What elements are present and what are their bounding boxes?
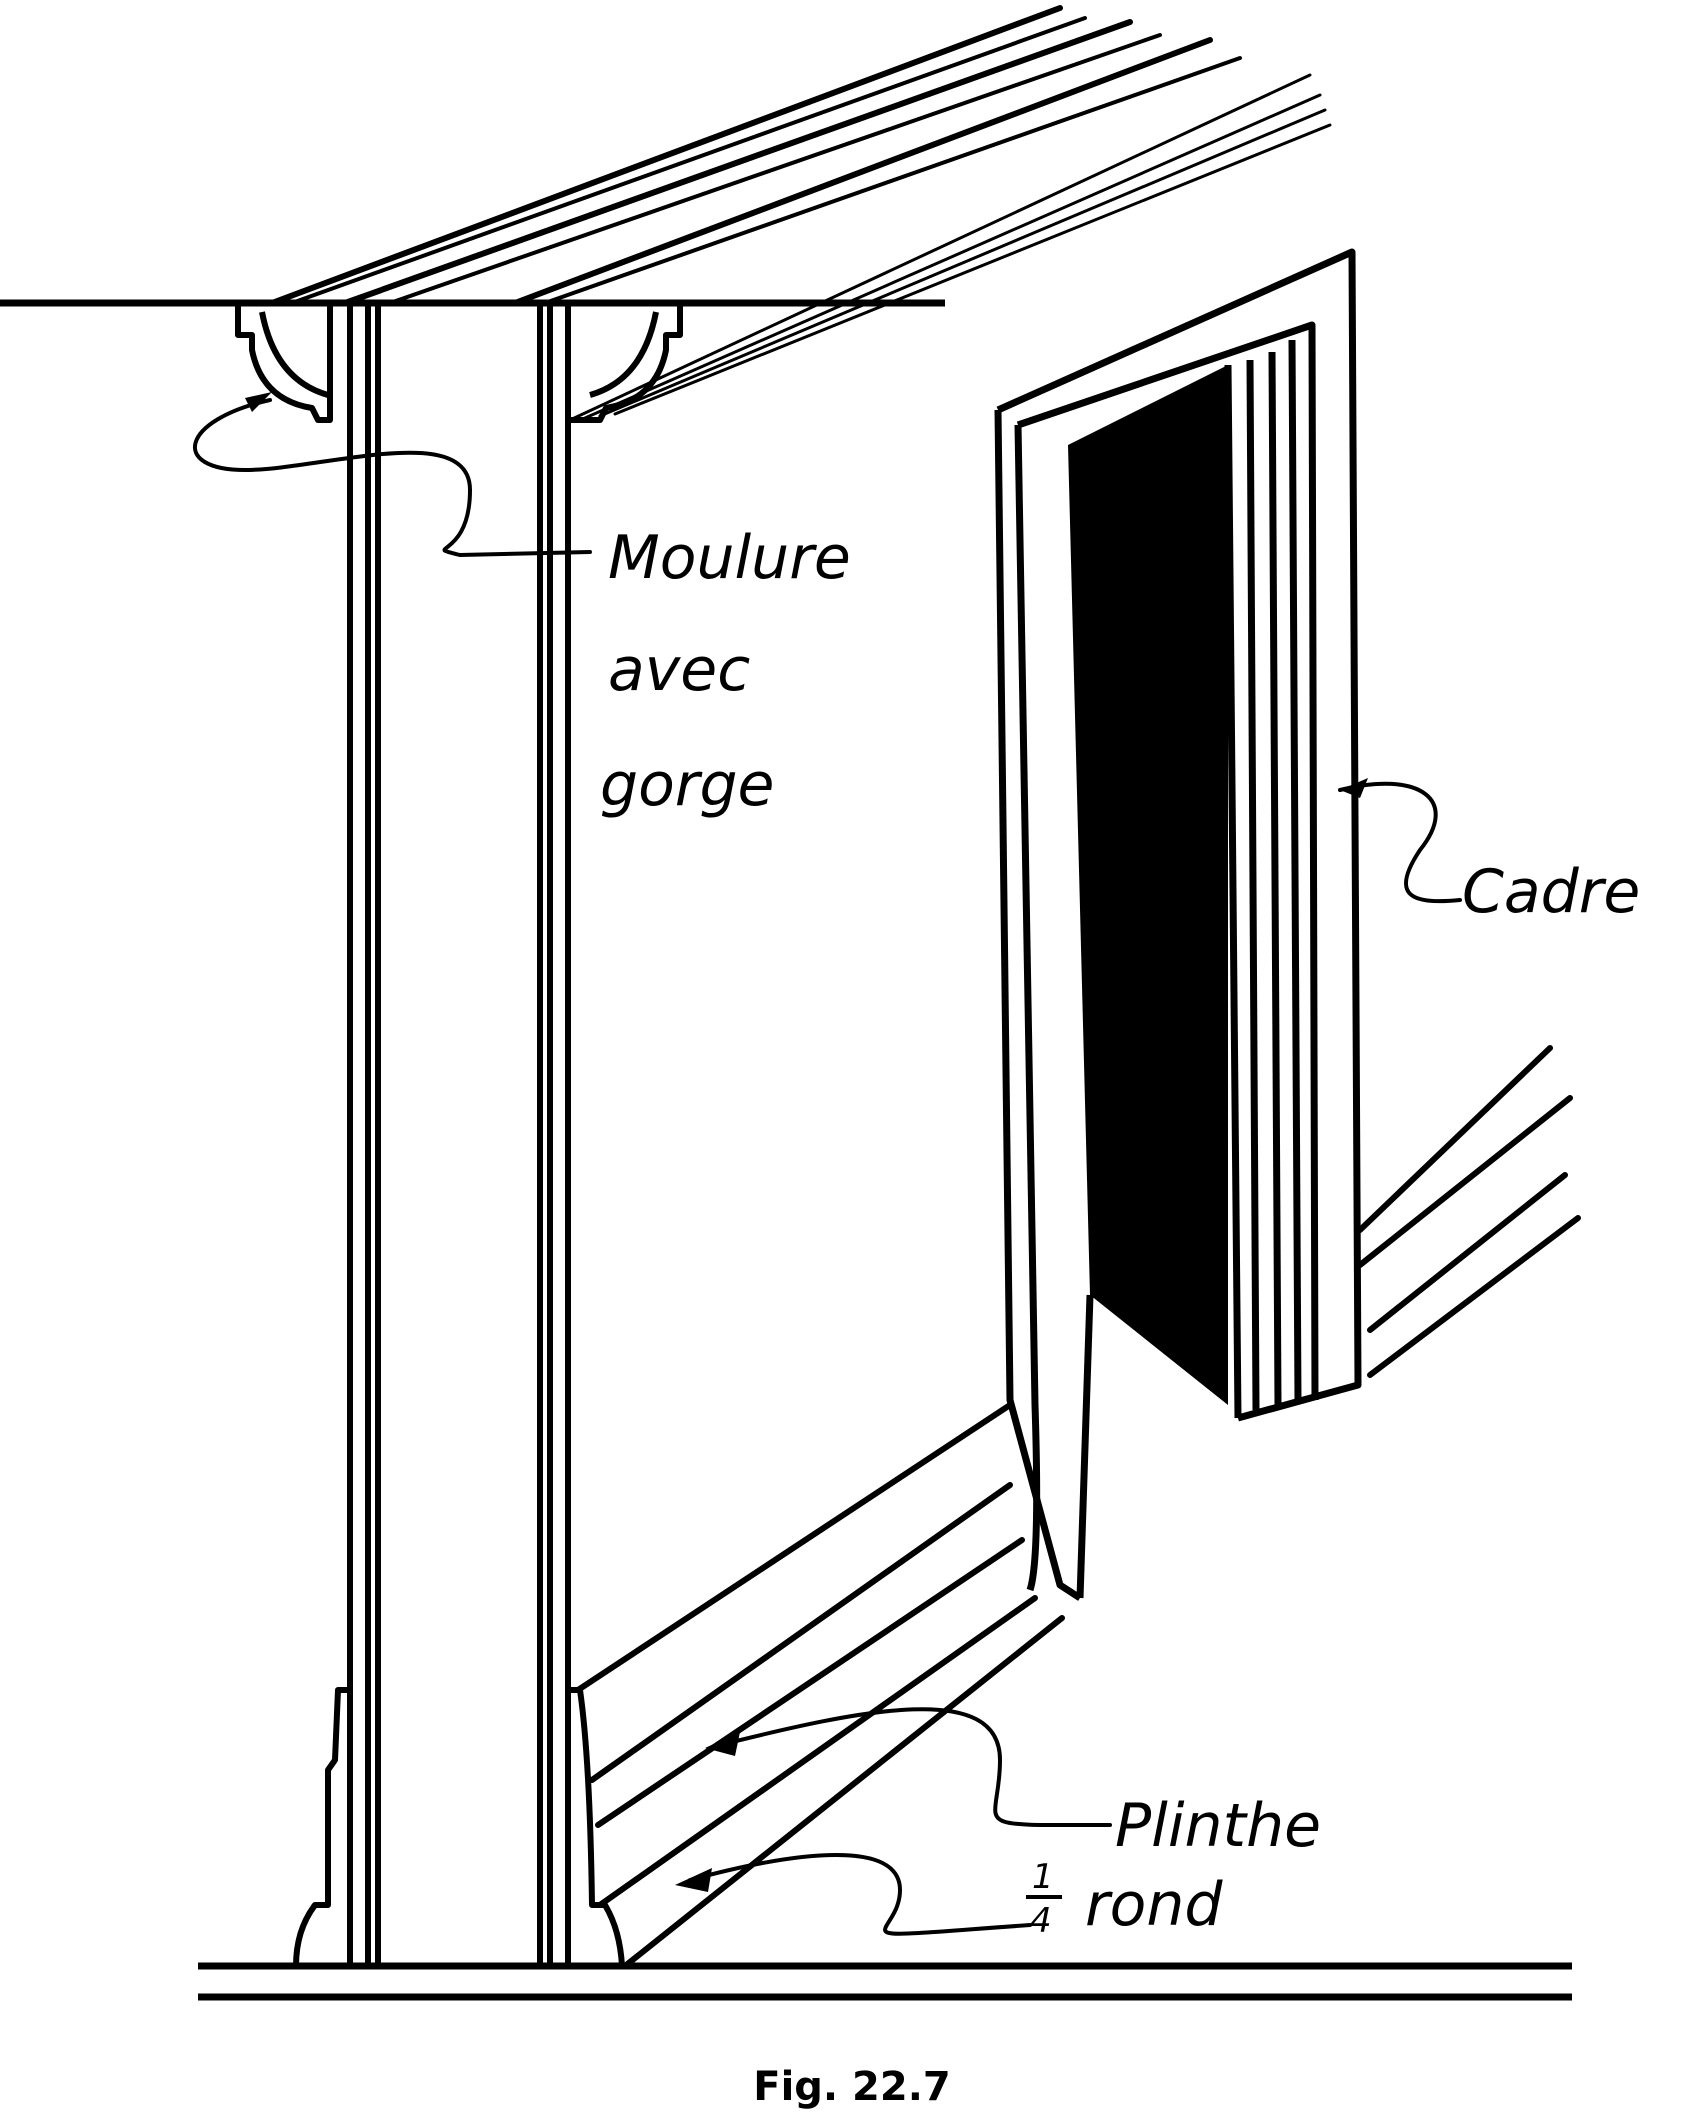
- baseboard-rails: [575, 1045, 1581, 1969]
- ceiling-floor-lines: [0, 299, 1572, 2001]
- label-plinthe: Plinthe: [1115, 1791, 1321, 1861]
- arrowheads: [245, 392, 1368, 1892]
- label-quart-rond: rond: [1085, 1870, 1223, 1940]
- figure-caption: Fig. 22.7: [753, 2064, 950, 2110]
- label-quart-numerator: 1: [1032, 1857, 1054, 1897]
- door-frame: [994, 248, 1362, 1601]
- label-cadre: Cadre: [1462, 857, 1640, 927]
- leader-lines: [193, 398, 1462, 1936]
- door-opening: [1068, 365, 1228, 1405]
- label-quart-denominator: 4: [1030, 1901, 1052, 1941]
- label-moulure-line1: Moulure: [608, 523, 851, 593]
- corner-base: [293, 1687, 625, 1967]
- label-moulure-line2: avec: [608, 635, 750, 705]
- label-moulure-line3: gorge: [600, 750, 774, 820]
- crown-molding-rails: [269, 5, 1332, 422]
- crown-molding-profile: [235, 303, 683, 423]
